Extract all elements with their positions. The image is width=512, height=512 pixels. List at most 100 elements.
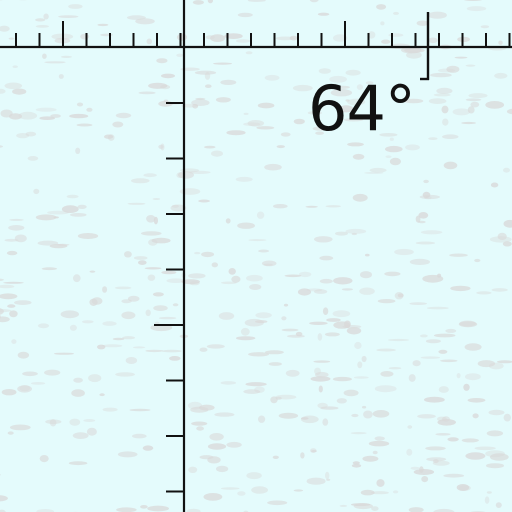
mottle-blob	[363, 410, 373, 419]
mottle-blob	[314, 236, 333, 243]
mottle-blob	[474, 446, 496, 451]
mottle-blob	[465, 373, 481, 381]
mottle-blob	[0, 145, 4, 148]
mottle-blob	[333, 277, 353, 285]
mottle-blob	[506, 108, 512, 115]
mottle-blob	[344, 320, 351, 329]
mottle-blob	[486, 430, 504, 437]
mottle-blob	[0, 284, 15, 289]
mottle-blob	[297, 288, 312, 296]
mottle-blob	[82, 320, 94, 324]
mottle-blob	[496, 360, 512, 364]
mottle-blob	[243, 112, 249, 115]
mottle-blob	[272, 455, 279, 459]
mottle-blob	[425, 339, 441, 344]
mottle-blob	[392, 490, 399, 494]
mottle-blob	[365, 253, 370, 257]
mottle-blob	[319, 278, 333, 284]
mottle-blob	[49, 419, 57, 427]
mottle-blob	[351, 503, 371, 507]
mottle-blob	[423, 179, 429, 184]
mottle-blob	[306, 477, 326, 485]
mottle-blob	[0, 316, 10, 323]
mottle-blob	[249, 284, 262, 290]
mottle-blob	[295, 331, 303, 337]
mottle-blob	[166, 278, 186, 284]
mottle-blob	[381, 39, 391, 44]
mottle-blob	[472, 413, 479, 419]
mottle-blob	[300, 415, 319, 424]
mottle-blob	[486, 463, 504, 469]
mottle-blob	[461, 438, 479, 443]
mottle-blob	[235, 176, 253, 182]
mottle-blob	[394, 248, 414, 256]
mottle-blob	[207, 0, 213, 4]
mottle-blob	[461, 121, 476, 125]
mottle-blob	[376, 348, 396, 352]
mottle-blob	[37, 323, 50, 329]
mottle-blob	[240, 327, 250, 336]
mottle-blob	[418, 212, 429, 219]
mottle-blob	[445, 328, 457, 333]
mottle-blob	[0, 495, 8, 502]
mottle-blob	[372, 450, 378, 455]
mottle-blob	[433, 93, 451, 97]
mottle-blob	[404, 47, 425, 53]
mottle-blob	[99, 393, 105, 397]
mottle-blob	[247, 0, 266, 2]
mottle-blob	[71, 389, 85, 397]
mottle-blob	[235, 39, 251, 43]
mottle-blob	[1, 389, 17, 396]
mottle-blob	[406, 448, 413, 456]
mottle-blob	[443, 473, 465, 478]
mottle-blob	[415, 215, 421, 223]
mottle-blob	[424, 196, 432, 200]
mottle-blob	[409, 258, 430, 265]
mottle-blob	[476, 291, 492, 295]
mottle-blob	[86, 107, 93, 112]
mottle-blob	[188, 170, 211, 174]
mottle-blob	[293, 118, 305, 125]
mottle-blob	[146, 38, 153, 45]
mottle-blob	[141, 231, 162, 236]
mottle-blob	[207, 443, 227, 450]
mottle-blob	[420, 230, 443, 235]
mottle-blob	[438, 68, 456, 73]
mottle-blob	[58, 15, 79, 18]
mottle-blob	[192, 0, 204, 5]
mottle-blob	[341, 288, 353, 291]
mottle-blob	[89, 270, 96, 273]
mottle-blob	[225, 218, 231, 224]
mottle-blob	[181, 279, 200, 285]
mottle-blob	[443, 161, 458, 170]
mottle-blob	[486, 491, 492, 494]
mottle-blob	[143, 173, 157, 178]
mottle-blob	[246, 472, 262, 480]
mottle-blob	[385, 145, 403, 153]
mottle-blob	[147, 505, 170, 512]
left-scale-bar	[154, 0, 186, 512]
mottle-blob	[206, 344, 225, 349]
mottle-blob	[322, 418, 329, 426]
mottle-blob	[318, 68, 331, 74]
mottle-blob	[69, 324, 77, 331]
mottle-blob	[220, 79, 237, 85]
mottle-blob	[346, 327, 362, 335]
mottle-blob	[148, 82, 168, 89]
mottle-blob	[428, 37, 438, 44]
mottle-blob	[319, 255, 334, 261]
mottle-blob	[377, 299, 396, 304]
mottle-blob	[278, 412, 299, 419]
mottle-blob	[226, 130, 246, 136]
mottle-blob	[441, 105, 449, 114]
mottle-blob	[17, 351, 30, 359]
mottle-blob	[345, 69, 361, 76]
mottle-blob	[129, 408, 151, 412]
mottle-blob	[245, 382, 267, 387]
mottle-blob	[410, 466, 420, 470]
mottle-blob	[33, 188, 40, 195]
mottle-blob	[428, 137, 438, 141]
mottle-blob	[281, 328, 299, 332]
